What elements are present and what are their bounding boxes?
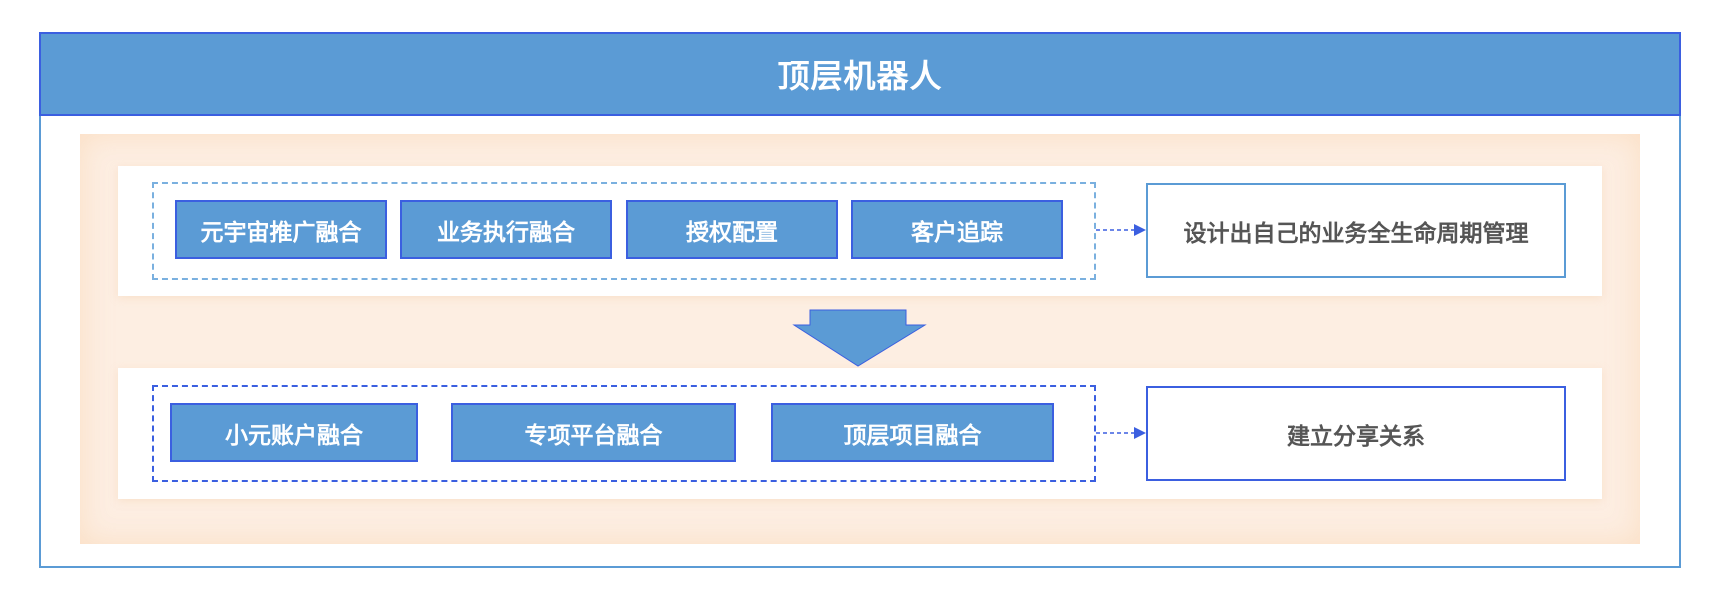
row-1-result: 设计出自己的业务全生命周期管理 — [1146, 183, 1566, 278]
row-1-item-1: 元宇宙推广融合 — [175, 200, 387, 259]
row-2-result: 建立分享关系 — [1146, 386, 1566, 481]
row-1-item-4: 客户追踪 — [851, 200, 1063, 259]
row-2-item-2: 专项平台融合 — [451, 403, 736, 462]
row-1-group — [152, 182, 1096, 280]
diagram-title: 顶层机器人 — [39, 32, 1681, 116]
row-2-item-3: 顶层项目融合 — [771, 403, 1054, 462]
row-1-item-2: 业务执行融合 — [400, 200, 612, 259]
row-2-group — [152, 385, 1096, 482]
row-1-item-3: 授权配置 — [626, 200, 838, 259]
row-2-item-1: 小元账户融合 — [170, 403, 418, 462]
